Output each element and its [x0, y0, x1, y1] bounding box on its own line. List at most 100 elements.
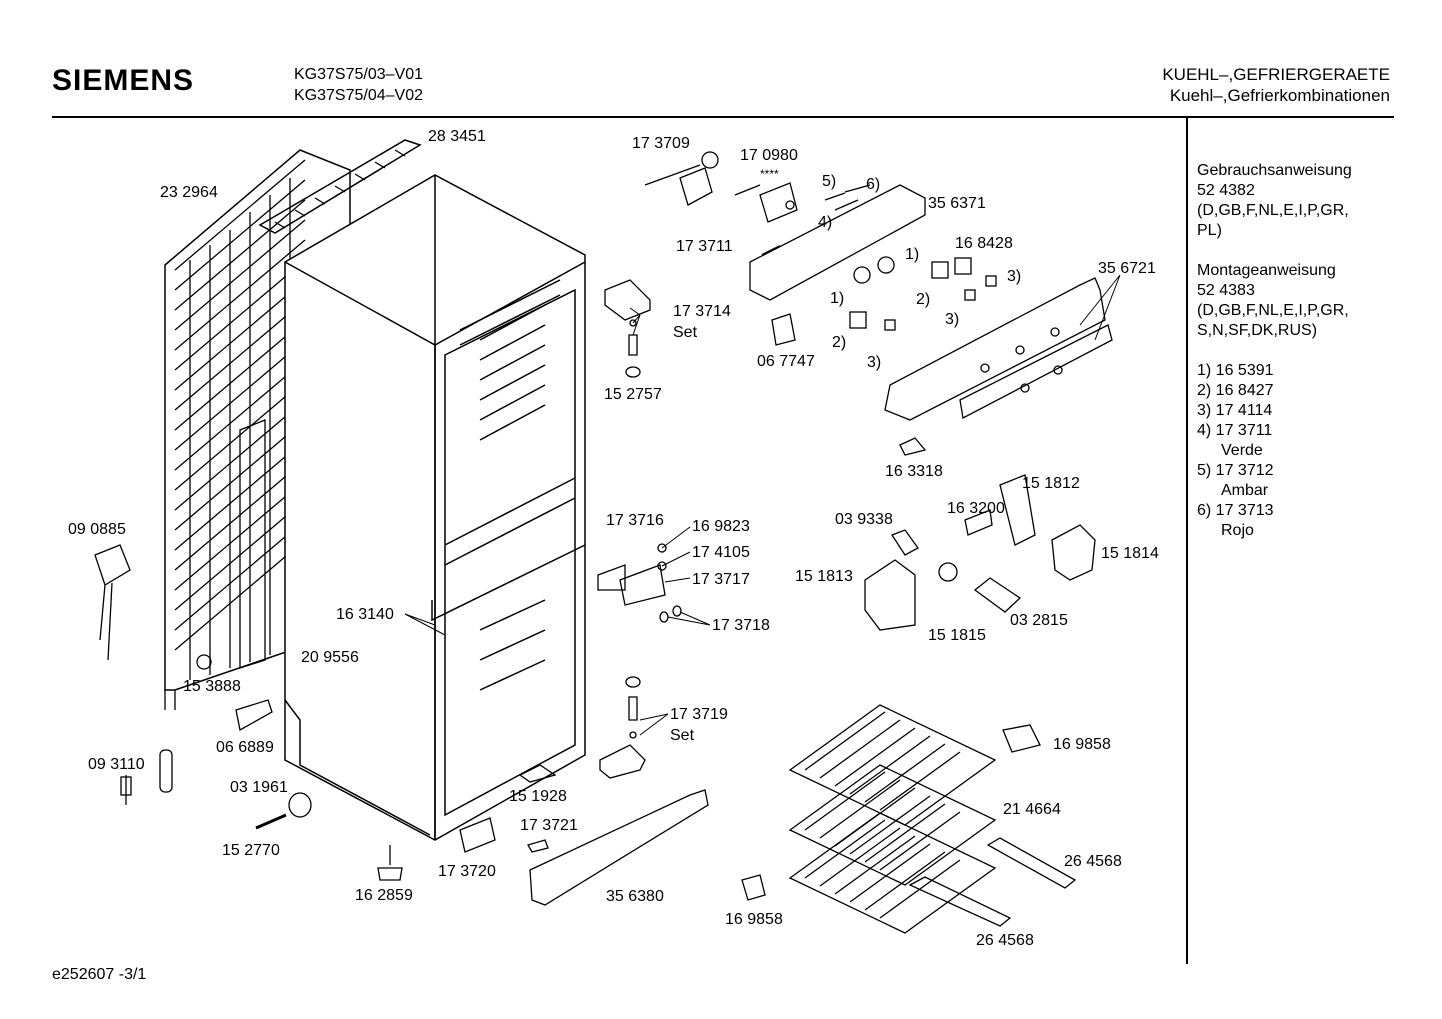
part-label: 17 3717: [692, 571, 750, 588]
part-label: 15 1815: [928, 627, 986, 644]
part-label: 16 3140: [336, 606, 394, 623]
part-label: 23 2964: [160, 184, 218, 201]
footnote-marker: 6): [866, 176, 881, 193]
footnote: 6) 17 3713: [1197, 502, 1274, 519]
top-grille-drawing: [258, 139, 422, 234]
manual-title: Gebrauchsanweisung: [1197, 162, 1352, 179]
rail-264568-right-drawing: [986, 837, 1077, 889]
footnote-marker: 3): [945, 311, 960, 328]
part-label: 15 1928: [509, 788, 567, 805]
footnote-marker: 3): [1007, 268, 1022, 285]
footnote-marker: 3): [867, 354, 882, 371]
part-label: 09 0885: [68, 521, 126, 538]
assembly-langs: S,N,SF,DK,RUS): [1197, 322, 1318, 339]
part-label: 20 9556: [301, 649, 359, 666]
footnote-color: Ambar: [1221, 482, 1269, 499]
lamp-shade-151813-drawing: [864, 559, 916, 631]
bushing-031961-drawing: [288, 792, 312, 818]
lamp-holder-151812-drawing: [999, 474, 1036, 546]
part-label: 03 1961: [230, 779, 288, 796]
lamp-cover-151814-drawing: [1051, 524, 1096, 581]
footnote-marker: 5): [822, 173, 837, 190]
part-label: 16 2859: [355, 887, 413, 904]
power-plug-drawing: [94, 544, 131, 661]
leader-lines: [404, 274, 1121, 736]
part-label: 17 4105: [692, 544, 750, 561]
part-label: 17 3719: [670, 706, 728, 723]
thermostat-173709-drawing: [644, 151, 719, 206]
part-label: 15 2770: [222, 842, 280, 859]
diffuser-163200-drawing: [964, 509, 993, 536]
drain-channel-drawing: [239, 419, 266, 669]
part-label: 17 0980: [740, 147, 798, 164]
manual-langs: (D,GB,F,NL,E,I,P,GR,: [1197, 202, 1349, 219]
footnote-marker: 2): [916, 291, 931, 308]
hinge-173720-drawing: [459, 817, 496, 853]
lamp-173711-drawing: [761, 245, 781, 256]
footnote-marker: 2): [832, 334, 847, 351]
footnote: 4) 17 3711: [1197, 422, 1273, 439]
part-label: 09 3110: [88, 756, 145, 773]
part-label: 16 9858: [1053, 736, 1111, 753]
part-label: 17 3709: [632, 135, 690, 152]
clip-169858-bottom-drawing: [741, 874, 766, 901]
part-label: 17 3718: [712, 617, 770, 634]
part-label: ****: [760, 167, 779, 181]
footnote-color: Rojo: [1221, 522, 1254, 539]
header-divider: [52, 116, 1394, 118]
middle-hinge-drawing: [597, 543, 682, 623]
rail-264568-bottom-drawing: [908, 876, 1012, 927]
brand-logo: SIEMENS: [52, 64, 195, 97]
foot-162859-drawing: [377, 845, 403, 881]
part-label: 26 4568: [1064, 853, 1122, 870]
thermostat-170980-drawing: [734, 182, 798, 223]
capacitor-093110-drawing: [120, 749, 173, 805]
assembly-langs: (D,GB,F,NL,E,I,P,GR,: [1197, 302, 1349, 319]
part-label: 16 3318: [885, 463, 943, 480]
bracket-066889-drawing: [235, 699, 273, 732]
assembly-title: Montageanweisung: [1197, 262, 1336, 279]
user-manual-info: Gebrauchsanweisung 52 4382 (D,GB,F,NL,E,…: [1197, 161, 1352, 241]
footnote: 5) 17 3712: [1197, 462, 1274, 479]
part-label: Set: [670, 727, 695, 744]
part-label: 17 3721: [520, 817, 578, 834]
manual-number: 52 4382: [1197, 182, 1255, 199]
control-housing-356371-drawing: [749, 184, 926, 301]
footnote-marker: 1): [905, 246, 920, 263]
cabinet-body-drawing: [284, 174, 586, 841]
part-label: 35 6721: [1098, 260, 1156, 277]
part-label: 16 3200: [947, 500, 1005, 517]
footnote: 2) 16 8427: [1197, 382, 1274, 399]
part-label: 17 3711: [676, 238, 733, 255]
part-label: 15 1812: [1022, 475, 1080, 492]
lamp-032815-drawing: [973, 577, 1022, 613]
part-label: 06 7747: [757, 353, 815, 370]
evaporator-grates-214664-drawing: [788, 704, 997, 934]
part-label: 26 4568: [976, 932, 1034, 949]
control-panel-356721-drawing: [884, 277, 1113, 421]
legend-divider: [1186, 118, 1188, 964]
model-numbers: KG37S75/03–V01 KG37S75/04–V02: [294, 64, 423, 106]
part-label: 35 6371: [928, 195, 986, 212]
category-line: Kuehl–,Gefrierkombinationen: [1169, 86, 1390, 105]
footnote-list: 1) 16 5391 2) 16 8427 3) 17 4114 4) 17 3…: [1197, 361, 1352, 541]
lower-hinge-drawing: [599, 676, 646, 779]
part-label: 15 2757: [604, 386, 662, 403]
part-label: 21 4664: [1003, 801, 1061, 818]
socket-151815-drawing: [938, 562, 958, 582]
clip-169858-top-drawing: [1002, 724, 1041, 753]
footnote: 1) 16 5391: [1197, 362, 1274, 379]
document-code: e252607 -3/1: [52, 966, 147, 983]
plug-cap-153888-drawing: [196, 654, 212, 670]
part-label: 06 6889: [216, 739, 274, 756]
footnote-marker: 4): [818, 214, 833, 231]
part-label: 17 3714: [673, 303, 731, 320]
part-label: 15 1814: [1101, 545, 1159, 562]
upper-hinge-drawing: [604, 279, 651, 378]
part-label: 17 3716: [606, 512, 664, 529]
model-number: KG37S75/03–V01: [294, 66, 423, 83]
pin-152770-drawing: [255, 813, 287, 830]
handle-strip-356380-drawing: [529, 789, 709, 906]
bulb-039338-drawing: [891, 529, 919, 556]
